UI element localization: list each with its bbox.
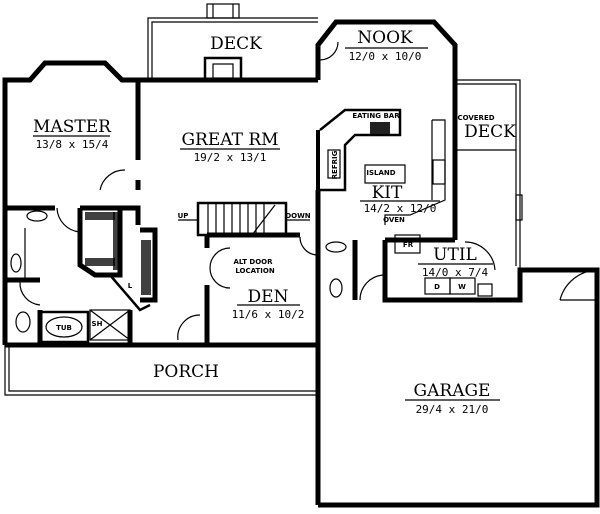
stair-up-label: UP [178,212,189,220]
refrig-label: REFRIG [331,150,339,179]
island-label: ISLAND [366,169,395,177]
sink-icon [26,210,48,222]
nook-label: NOOK [357,28,413,48]
covered-deck-caption: COVERED [457,114,494,122]
freezer-label: FR [403,241,414,249]
linen-label: L [128,282,133,290]
kitchen-sink [432,159,446,185]
den-size: 11/6 x 10/2 [232,308,305,321]
great-rm-label: GREAT RM [181,130,278,150]
fireplace-hearth [212,63,234,79]
doors [19,41,496,341]
freezer [394,234,421,254]
kit-size: 14/2 x 12/0 [364,202,437,215]
eating-bar [319,108,402,192]
walk-in-closet [85,212,151,295]
dimension-lines [33,47,500,401]
toilet-icon [15,311,31,333]
dryer-label: D [434,283,440,291]
porch-outline [4,345,318,396]
shower [89,309,131,341]
deck-outline [147,3,318,80]
utility-sink [477,283,493,297]
shower-label: SH [92,320,103,328]
washer-label: W [458,283,466,291]
garage-door [559,269,598,301]
tub-label: TUB [56,324,72,332]
covered-deck-outline [455,79,523,270]
porch-label: PORCH [153,362,219,382]
nook-size: 12/0 x 10/0 [349,50,422,63]
garage-size: 29/4 x 21/0 [416,403,489,416]
util-label: UTIL [433,245,477,265]
covered-deck-label: DECK [464,122,516,142]
sink-icon [10,253,22,273]
washer [449,277,476,295]
deck-label: DECK [210,34,262,54]
island [364,164,406,184]
tub [38,310,90,344]
util-size: 14/0 x 7/4 [422,266,489,279]
great-rm-size: 19/2 x 13/1 [194,151,267,164]
alt-door-label-1: ALT DOOR [233,258,273,266]
sink-icon [325,241,347,253]
oven-label: OVEN [383,216,405,224]
toilet-icon [329,278,343,298]
master-size: 13/8 x 15/4 [36,138,109,151]
staircase[interactable] [178,201,310,237]
garage-label: GARAGE [414,381,491,401]
master-label: MASTER [33,117,112,137]
kit-label: KIT [372,183,403,203]
den-label: DEN [248,287,289,307]
refrigerator [327,149,341,179]
alt-door-label-2: LOCATION [235,267,275,275]
eating-bar-label: EATING BAR [352,112,400,120]
fireplace [203,56,243,82]
stair-down-label: DOWN [285,212,310,220]
kitchen-counter [384,119,446,225]
